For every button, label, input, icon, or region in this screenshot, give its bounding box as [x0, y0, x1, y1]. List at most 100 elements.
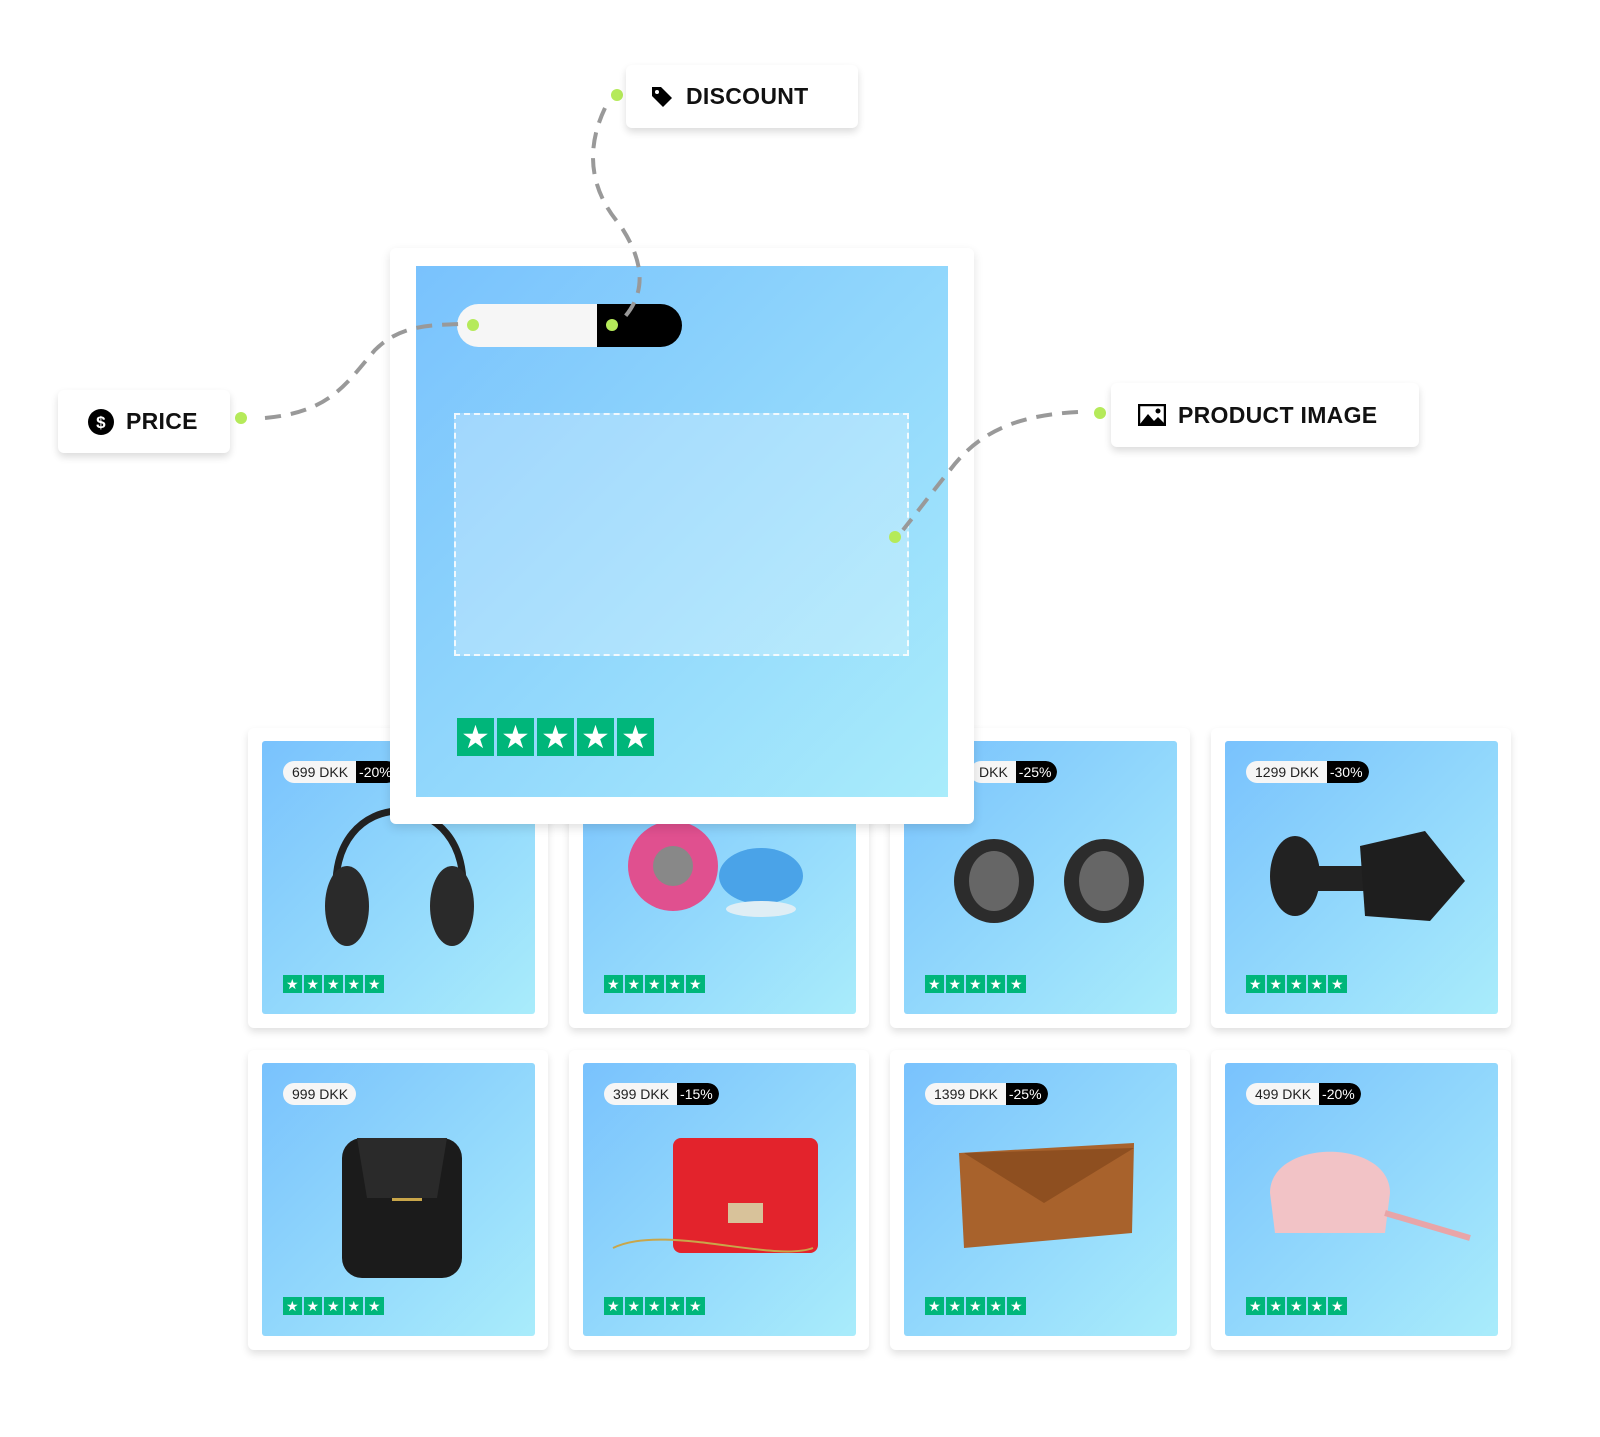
rating-stars: ★★★★★ — [283, 975, 384, 993]
star-icon: ★ — [665, 975, 684, 993]
star-icon: ★ — [945, 975, 964, 993]
price: 999 DKK — [283, 1083, 357, 1105]
rating-stars: ★★★★★ — [283, 1297, 384, 1315]
price-discount-placeholder — [457, 304, 682, 347]
star-icon: ★ — [577, 718, 614, 756]
star-icon: ★ — [365, 975, 384, 993]
star-icon: ★ — [665, 1297, 684, 1315]
product-image-brown-bag — [959, 1143, 1134, 1248]
star-icon: ★ — [1246, 1297, 1265, 1315]
product-card-background: 1399 DKK-25%★★★★★ — [904, 1063, 1177, 1336]
star-icon: ★ — [617, 718, 654, 756]
connector-dot — [467, 319, 479, 331]
rating-stars: ★★★★★ — [604, 1297, 705, 1315]
star-icon: ★ — [365, 1297, 384, 1315]
star-icon: ★ — [1328, 975, 1347, 993]
product-image-earbuds — [954, 839, 1144, 923]
product-card[interactable]: 499 DKK-20% ★★★★★ — [1211, 1050, 1511, 1350]
price-badge: 999 DKK — [283, 1083, 357, 1105]
discount-badge: -20% — [1319, 1083, 1361, 1105]
star-icon: ★ — [604, 1297, 623, 1315]
star-icon: ★ — [497, 718, 534, 756]
star-icon: ★ — [686, 1297, 705, 1315]
rating-stars: ★★★★★ — [925, 975, 1026, 993]
product-card[interactable]: 999 DKK ★★★★★ — [248, 1050, 548, 1350]
discount-label-text: DISCOUNT — [686, 83, 809, 109]
product-image-placeholder — [454, 413, 909, 656]
star-icon: ★ — [986, 1297, 1005, 1315]
product-card[interactable]: 399 DKK-15%★★★★★ — [569, 1050, 869, 1350]
discount-badge: -30% — [1326, 761, 1369, 783]
star-icon: ★ — [925, 975, 944, 993]
product-image-label: PRODUCT IMAGE — [1111, 383, 1419, 447]
star-icon: ★ — [1266, 975, 1285, 993]
discount-badge: -20% — [356, 761, 398, 783]
price-badge: DKK-25% — [970, 761, 1058, 783]
connector-dot — [235, 412, 247, 424]
product-image-label-text: PRODUCT IMAGE — [1178, 401, 1378, 428]
star-icon: ★ — [986, 975, 1005, 993]
star-icon: ★ — [1307, 975, 1326, 993]
star-icon: ★ — [303, 1297, 322, 1315]
product-image-speaker — [628, 821, 803, 917]
connector-dot — [1094, 407, 1106, 419]
price-badge: 399 DKK-15% — [604, 1083, 719, 1105]
star-icon: ★ — [624, 975, 643, 993]
star-icon: ★ — [283, 1297, 302, 1315]
discount-badge: -15% — [677, 1083, 719, 1105]
price-label: $ PRICE — [58, 390, 230, 453]
price-label-text: PRICE — [126, 408, 198, 434]
dollar-circle-icon: $ — [88, 408, 114, 435]
discount-badge: -25% — [1005, 1083, 1048, 1105]
rating-stars: ★★★★★ — [925, 1297, 1026, 1315]
price: 499 DKK — [1246, 1083, 1320, 1105]
template-card-background: ★ ★ ★ ★ ★ — [416, 266, 948, 797]
star-icon: ★ — [283, 975, 302, 993]
star-icon: ★ — [645, 1297, 664, 1315]
rating-stars: ★★★★★ — [1246, 1297, 1347, 1315]
star-icon: ★ — [1328, 1297, 1347, 1315]
star-icon: ★ — [537, 718, 574, 756]
connector-dot — [611, 89, 623, 101]
star-icon: ★ — [925, 1297, 944, 1315]
star-icon: ★ — [1007, 1297, 1026, 1315]
price: 1399 DKK — [925, 1083, 1006, 1105]
product-card[interactable]: 1299 DKK-30% ★★★★★ — [1211, 728, 1511, 1028]
star-icon: ★ — [457, 718, 494, 756]
tag-icon — [652, 86, 672, 107]
product-image-pink-bag — [1270, 1151, 1471, 1241]
product-card-background: 399 DKK-15%★★★★★ — [583, 1063, 856, 1336]
price: 699 DKK — [283, 761, 357, 783]
price: 1299 DKK — [1246, 761, 1327, 783]
price-placeholder — [457, 304, 597, 347]
star-icon: ★ — [945, 1297, 964, 1315]
price-badge: 699 DKK-20% — [283, 761, 398, 783]
discount-badge: -25% — [1015, 761, 1058, 783]
star-icon: ★ — [1287, 975, 1306, 993]
price: 399 DKK — [604, 1083, 678, 1105]
product-card[interactable]: 1399 DKK-25%★★★★★ — [890, 1050, 1190, 1350]
product-image-headphones-side — [1270, 831, 1465, 921]
star-icon: ★ — [1007, 975, 1026, 993]
product-card-background: 999 DKK ★★★★★ — [262, 1063, 535, 1336]
connector-dot — [606, 319, 618, 331]
star-icon: ★ — [624, 1297, 643, 1315]
price: DKK — [970, 761, 1016, 783]
rating-stars: ★★★★★ — [604, 975, 705, 993]
star-icon: ★ — [1307, 1297, 1326, 1315]
star-icon: ★ — [645, 975, 664, 993]
product-image-red-handbag — [612, 1138, 818, 1253]
star-icon: ★ — [324, 975, 343, 993]
price-badge: 1399 DKK-25% — [925, 1083, 1048, 1105]
template-card: ★ ★ ★ ★ ★ — [390, 248, 974, 824]
star-icon: ★ — [604, 975, 623, 993]
connector-dot — [889, 531, 901, 543]
star-icon: ★ — [686, 975, 705, 993]
star-icon: ★ — [344, 1297, 363, 1315]
price-badge: 1299 DKK-30% — [1246, 761, 1369, 783]
star-icon: ★ — [1266, 1297, 1285, 1315]
star-icon: ★ — [966, 1297, 985, 1315]
product-card-background: 499 DKK-20% ★★★★★ — [1225, 1063, 1498, 1336]
price-badge: 499 DKK-20% — [1246, 1083, 1361, 1105]
rating-stars: ★★★★★ — [1246, 975, 1347, 993]
